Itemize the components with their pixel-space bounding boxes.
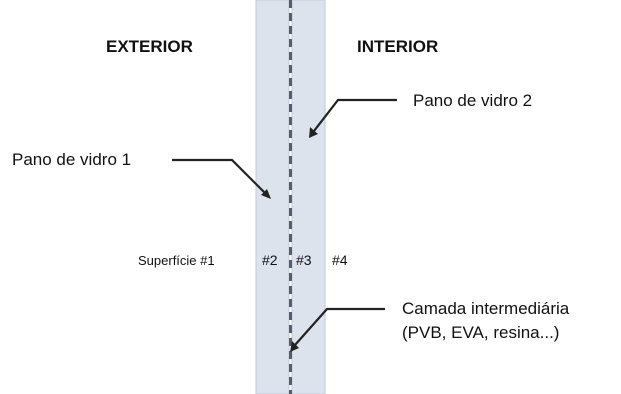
surface-2-label: #2 [262,252,278,268]
pane-2-leader [313,98,397,132]
interlayer-leader [294,307,385,346]
glass-pane-2 [291,0,326,394]
pane-1-leader [172,158,267,195]
pane-2-arrowhead [309,127,318,138]
exterior-label: EXTERIOR [106,37,193,56]
pane-2-label: Pano de vidro 2 [413,91,532,110]
surface-4-label: #4 [332,252,348,268]
interlayer-arrowhead [290,341,299,352]
interior-label: INTERIOR [357,37,438,56]
surface-3-label: #3 [296,252,312,268]
pane-1-arrowhead [261,189,271,199]
glass-pane-1 [255,0,290,394]
interlayer-label-line2: (PVB, EVA, resina...) [402,323,559,342]
surface-1-label: Superfície #1 [138,253,215,268]
pane-1-label: Pano de vidro 1 [12,150,131,169]
interlayer-label-line1: Camada intermediária [402,299,570,318]
